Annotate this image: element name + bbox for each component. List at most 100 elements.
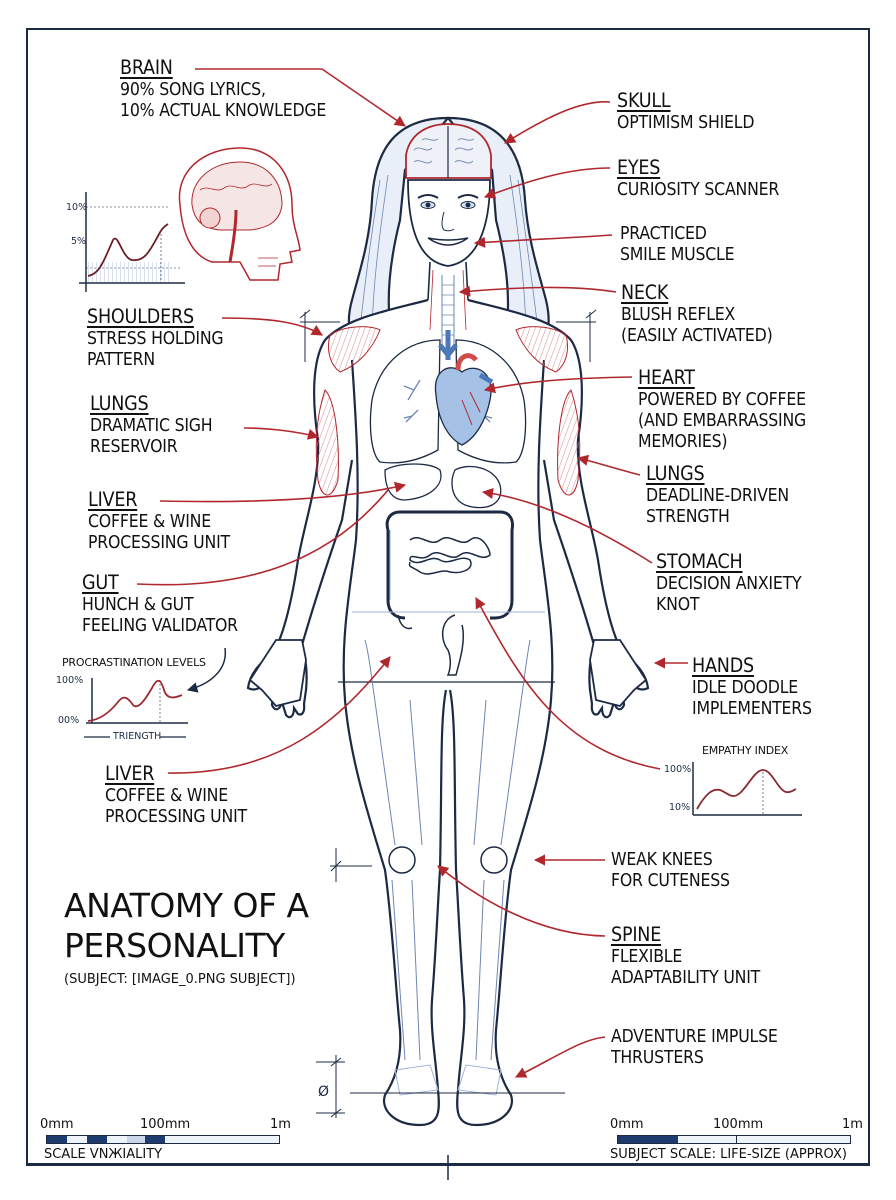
skull-sketch <box>178 147 301 281</box>
label-shoulders: SHOULDERS STRESS HOLDING PATTERN <box>87 305 224 371</box>
label-desc: COFFEE & WINE <box>88 512 212 532</box>
label-hands: HANDS IDLE DOODLE IMPLEMENTERS <box>692 654 812 720</box>
label-desc: WEAK KNEES <box>611 850 713 870</box>
label-gut: GUT HUNCH & GUT FEELING VALIDATOR <box>82 571 238 637</box>
label-title: HANDS <box>692 654 754 677</box>
label-desc: ADVENTURE IMPULSE <box>611 1027 778 1047</box>
label-title: NECK <box>621 281 669 304</box>
body-outline <box>246 298 650 1127</box>
poster-subtitle: (SUBJECT: [IMAGE_0.PNG SUBJECT]) <box>64 972 296 987</box>
scale-right-tick-0: 0mm <box>610 1117 644 1132</box>
label-title: SHOULDERS <box>87 305 194 328</box>
brain-chart-ytick-mid: 5% <box>71 236 87 247</box>
scale-left-caption: SCALE VNЖIALITY <box>44 1147 163 1162</box>
label-heart: HEART POWERED BY COFFEE (AND EMBARRASSIN… <box>638 366 806 453</box>
hands <box>248 639 648 708</box>
label-desc: FOR CUTENESS <box>611 871 730 891</box>
label-title: SPINE <box>611 923 662 946</box>
label-desc: PROCESSING UNIT <box>105 807 247 827</box>
label-lungs-left: LUNGS DRAMATIC SIGH RESERVOIR <box>90 392 213 458</box>
label-desc: POWERED BY COFFEE <box>638 390 806 410</box>
label-desc: IMPLEMENTERS <box>692 699 812 719</box>
label-knees: WEAK KNEES FOR CUTENESS <box>611 850 730 892</box>
label-lungs-right: LUNGS DEADLINE-DRIVEN STRENGTH <box>646 462 789 528</box>
empathy-chart-title: EMPATHY INDEX <box>702 744 789 757</box>
label-desc: DEADLINE-DRIVEN <box>646 486 789 506</box>
title-line-1: ANATOMY OF A <box>64 886 309 925</box>
hair <box>347 116 550 357</box>
label-neck: NECK BLUSH REFLEX (EASILY ACTIVATED) <box>621 281 773 347</box>
label-desc: KNOT <box>656 595 700 615</box>
label-liver-upper: LIVER COFFEE & WINE PROCESSING UNIT <box>88 488 230 554</box>
scale-right-caption: SUBJECT SCALE: LIFE-SIZE (APPROX) <box>610 1147 847 1162</box>
label-desc: STRESS HOLDING <box>87 329 224 349</box>
label-desc: CURIOSITY SCANNER <box>617 180 780 200</box>
arm-muscles <box>315 326 581 496</box>
label-desc: THRUSTERS <box>611 1048 704 1068</box>
procrastination-xlabel: TRIENGTH <box>113 731 162 742</box>
label-title: BRAIN <box>120 56 173 79</box>
label-desc: PATTERN <box>87 350 155 370</box>
label-title: EYES <box>617 156 661 179</box>
scale-left-tick-2: 1m <box>270 1117 291 1132</box>
procrastination-chart-title: PROCRASTINATION LEVELS <box>62 656 206 669</box>
label-desc: STRENGTH <box>646 507 730 527</box>
label-desc: HUNCH & GUT <box>82 595 194 615</box>
label-stomach: STOMACH DECISION ANXIETY KNOT <box>656 550 802 616</box>
procrastination-ytick-top: 100% <box>56 675 84 686</box>
title-line-2: PERSONALITY <box>64 926 285 965</box>
poster-title: ANATOMY OF A PERSONALITY <box>64 886 309 966</box>
svg-text:Ø: Ø <box>318 1084 329 1100</box>
label-title: STOMACH <box>656 550 743 573</box>
brain-mini-chart <box>79 192 185 292</box>
label-desc: 90% SONG LYRICS, <box>120 80 266 100</box>
scale-left-tick-1: 100mm <box>140 1117 191 1132</box>
brain-chart-ytick-top: 10% <box>66 202 88 213</box>
dimension-lines: Ø <box>299 309 597 1118</box>
label-desc: MEMORIES) <box>638 432 728 452</box>
scale-right-tick-2: 1m <box>842 1117 863 1132</box>
label-smile: PRACTICED SMILE MUSCLE <box>620 224 735 266</box>
label-title: LUNGS <box>646 462 705 485</box>
label-title: LUNGS <box>90 392 149 415</box>
brain-window <box>405 123 492 179</box>
label-desc: IDLE DOODLE <box>692 678 799 698</box>
scale-right-tick-1: 100mm <box>713 1117 764 1132</box>
procrastination-chart <box>84 647 226 738</box>
label-skull: SKULL OPTIMISM SHIELD <box>617 89 754 134</box>
label-title: HEART <box>638 366 695 389</box>
skeleton-lower <box>338 611 555 1096</box>
label-eyes: EYES CURIOSITY SCANNER <box>617 156 779 201</box>
label-desc: COFFEE & WINE <box>105 786 229 806</box>
face <box>407 179 491 267</box>
label-desc: BLUSH REFLEX <box>621 305 736 325</box>
label-spine: SPINE FLEXIBLE ADAPTABILITY UNIT <box>611 923 760 989</box>
leader-arrows <box>136 68 688 1078</box>
label-desc: ADAPTABILITY UNIT <box>611 968 761 988</box>
label-desc: OPTIMISM SHIELD <box>617 113 755 133</box>
neck <box>427 261 469 345</box>
label-desc: PRACTICED <box>620 224 707 244</box>
label-title: GUT <box>82 571 119 594</box>
label-desc: (EASILY ACTIVATED) <box>621 326 773 346</box>
label-title: LIVER <box>88 488 138 511</box>
label-desc: 10% ACTUAL KNOWLEDGE <box>120 101 327 121</box>
label-desc: PROCESSING UNIT <box>88 533 230 553</box>
label-liver-lower: LIVER COFFEE & WINE PROCESSING UNIT <box>105 762 247 828</box>
heart <box>434 330 494 446</box>
procrastination-ytick-bottom: 00% <box>58 715 80 726</box>
label-title: SKULL <box>617 89 671 112</box>
empathy-ytick-bottom: 10% <box>669 802 691 813</box>
scale-left-tick-0: 0mm <box>40 1117 74 1132</box>
label-desc: FLEXIBLE <box>611 947 683 967</box>
label-brain: BRAIN 90% SONG LYRICS, 10% ACTUAL KNOWLE… <box>120 56 326 122</box>
label-ankles: ADVENTURE IMPULSE THRUSTERS <box>611 1027 778 1069</box>
scale-left-bar <box>46 1135 280 1144</box>
label-desc: DRAMATIC SIGH <box>90 416 213 436</box>
label-title: LIVER <box>105 762 155 785</box>
empathy-ytick-top: 100% <box>664 764 692 775</box>
label-desc: RESERVOIR <box>90 437 178 457</box>
label-desc: (AND EMBARRASSING <box>638 411 807 431</box>
label-desc: FEELING VALIDATOR <box>82 616 238 636</box>
